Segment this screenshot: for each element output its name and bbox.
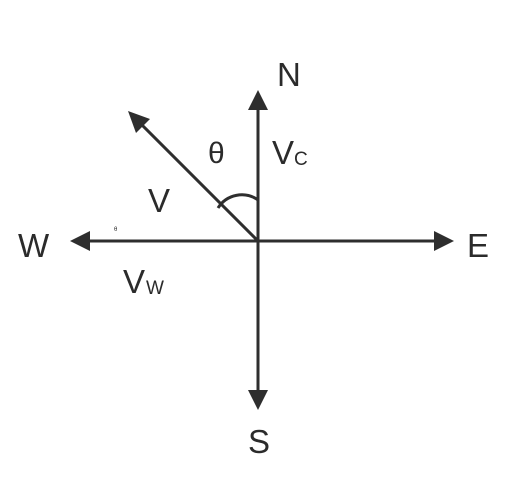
angle-arc xyxy=(216,193,259,209)
south-arrowhead xyxy=(248,390,268,410)
east-arrow xyxy=(258,231,454,251)
west-arrowhead xyxy=(70,231,90,251)
east-label: E xyxy=(467,227,489,264)
east-arrowhead xyxy=(434,231,454,251)
west-label: W xyxy=(18,227,50,264)
wind-velocity-label: V W xyxy=(123,263,164,300)
current-velocity-subscript: C xyxy=(294,149,308,170)
resultant-arrowhead xyxy=(128,111,150,133)
wind-velocity-main: V xyxy=(123,263,145,300)
wind-velocity-subscript: W xyxy=(146,278,164,299)
current-velocity-main: V xyxy=(272,134,294,171)
tiny-theta-mark: θ xyxy=(114,227,118,233)
north-arrow xyxy=(248,90,268,241)
theta-label: θ xyxy=(208,137,225,170)
south-label: S xyxy=(248,423,270,460)
north-arrowhead xyxy=(248,90,268,110)
south-arrow xyxy=(248,241,268,410)
resultant-shaft xyxy=(139,122,260,243)
resultant-label: V xyxy=(148,182,170,219)
resultant-arrow xyxy=(128,111,260,243)
west-arrow xyxy=(70,231,258,251)
current-velocity-label: V C xyxy=(272,134,308,171)
north-label: N xyxy=(277,56,301,93)
